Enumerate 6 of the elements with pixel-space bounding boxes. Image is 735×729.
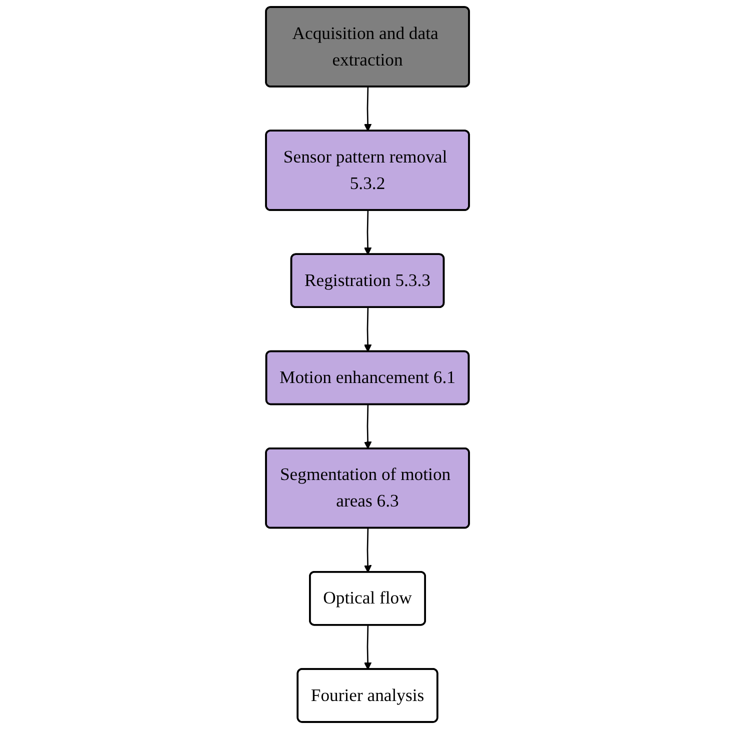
- arrow: [364, 404, 372, 450]
- arrow: [364, 210, 372, 255]
- arrow: [364, 528, 372, 573]
- arrow: [364, 625, 372, 670]
- arrow: [364, 86, 372, 132]
- arrow: [364, 308, 372, 352]
